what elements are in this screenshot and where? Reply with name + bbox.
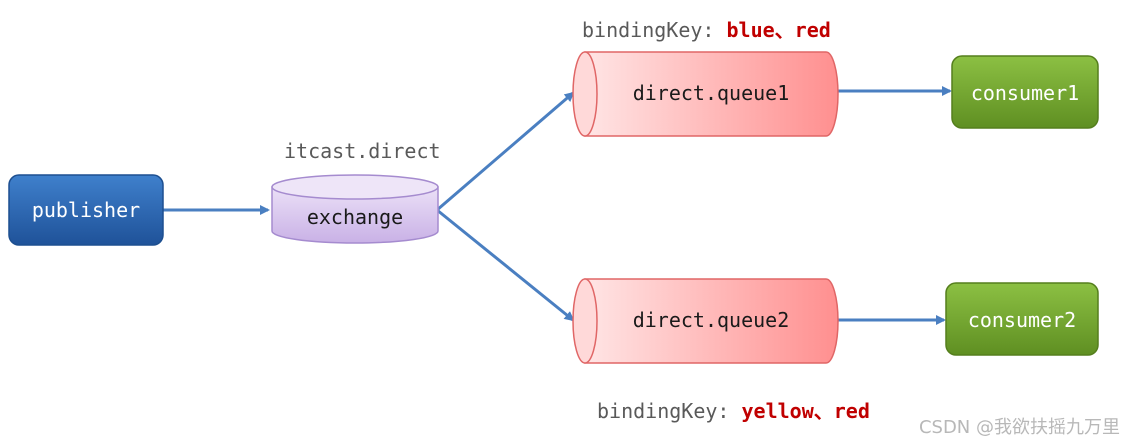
queue1-binding-label: bindingKey: blue、red <box>582 14 831 43</box>
publisher-label: publisher <box>31 198 141 222</box>
queue1-binding-keys: blue、red <box>726 18 831 42</box>
queue2-binding-keys: yellow、red <box>741 399 870 423</box>
consumer1-node <box>951 55 1099 129</box>
consumer2-label: consumer2 <box>967 308 1077 332</box>
consumer2-node <box>945 282 1099 356</box>
exchange-node <box>271 174 439 244</box>
queue2-binding-prefix: bindingKey: <box>597 399 742 423</box>
queue2-binding-label: bindingKey: yellow、red <box>597 395 870 424</box>
consumer1-label: consumer1 <box>970 81 1080 105</box>
queue1-node <box>572 51 839 137</box>
queue1-label: direct.queue1 <box>632 81 790 105</box>
exchange-label: exchange <box>306 205 404 229</box>
queue1-binding-prefix: bindingKey: <box>582 18 727 42</box>
arrow-exchange-queue2 <box>436 208 575 322</box>
arrow-exchange-queue1 <box>436 91 575 212</box>
exchange-name: itcast.direct <box>284 139 441 163</box>
queue2-node <box>572 278 839 364</box>
watermark: CSDN @我欲扶摇九万里 <box>918 417 1120 438</box>
queue2-label: direct.queue2 <box>632 308 790 332</box>
publisher-node <box>8 174 164 246</box>
